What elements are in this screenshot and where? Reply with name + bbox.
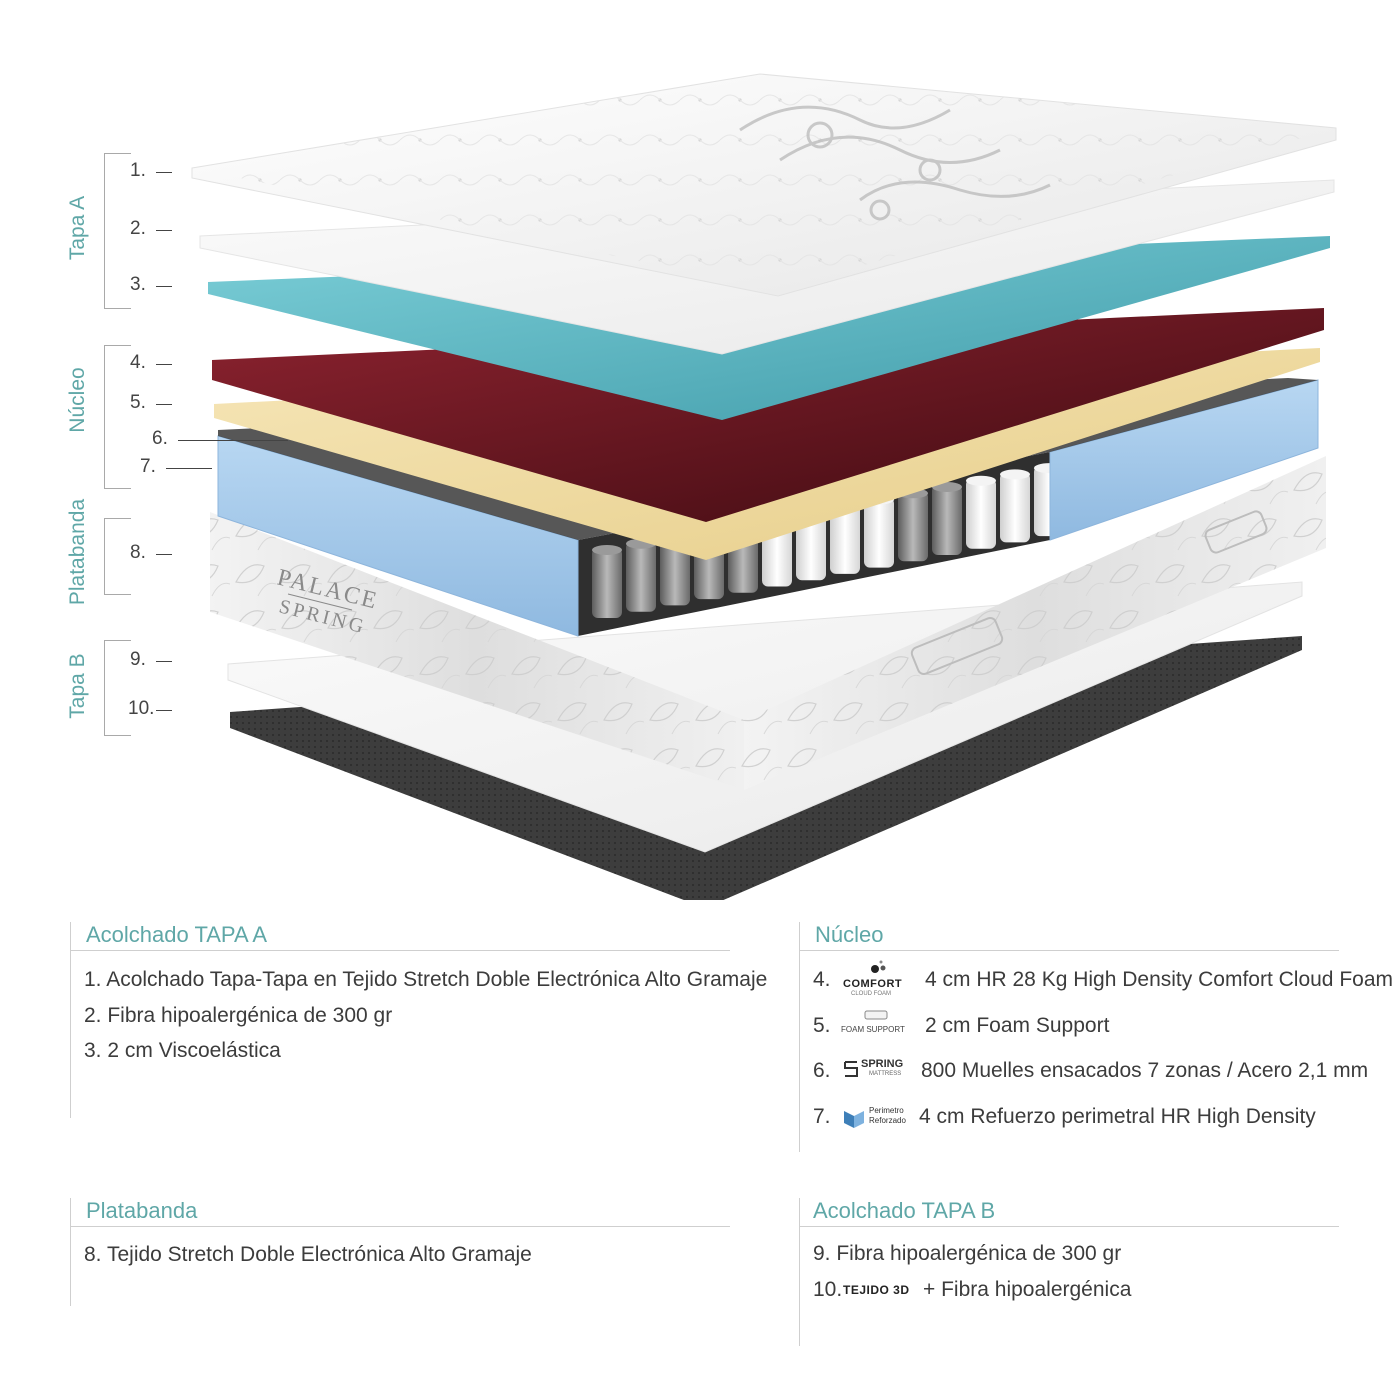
layer-leader-line: [156, 710, 172, 711]
section-title: Núcleo: [815, 922, 884, 947]
group-label-platabanda: Platabanda: [66, 498, 89, 606]
section-title: Platabanda: [86, 1198, 198, 1223]
list-item: 8. Tejido Stretch Doble Electrónica Alto…: [84, 1243, 532, 1266]
pocket-spring-top: [966, 475, 996, 486]
layer-number-6: 6.: [152, 428, 168, 449]
layer-number-7: 7.: [140, 456, 156, 477]
pocket-spring: [1000, 472, 1030, 543]
layer-number-2: 2.: [130, 218, 146, 239]
pocket-spring: [830, 503, 860, 574]
layer-leader-line: [156, 286, 172, 287]
item-text: 4 cm HR 28 Kg High Density Comfort Cloud…: [925, 968, 1393, 991]
item-number: 9.: [813, 1242, 831, 1265]
pocket-spring: [626, 541, 656, 612]
perimeter-cube-icon: [844, 1111, 864, 1128]
section-platabanda: Platabanda 8. Tejido Stretch Doble Elect…: [70, 1198, 730, 1306]
item-number: 10.: [813, 1278, 843, 1301]
layer-number-10: 10.: [128, 698, 155, 719]
item-number: 4.: [813, 968, 831, 991]
logo-subtext: MATTRESS: [869, 1071, 902, 1077]
foam-support-logo: FOAM SUPPORT: [841, 1008, 913, 1038]
pocket-spring: [966, 478, 996, 549]
logo-text: Perimetro: [869, 1106, 904, 1115]
list-item-4: 4.: [813, 968, 831, 992]
section-title: Acolchado TAPA B: [813, 1198, 996, 1223]
pocket-spring: [898, 491, 928, 562]
item-number: 5.: [813, 1014, 831, 1037]
layer-leader-line: [178, 440, 288, 441]
layer-leader-line: [156, 364, 172, 365]
list-item: 3. 2 cm Viscoelástica: [84, 1039, 281, 1062]
item-text: Fibra hipoalergénica de 300 gr: [836, 1242, 1122, 1265]
pocket-spring: [932, 485, 962, 555]
layer-leader-line: [156, 172, 172, 173]
handle-icon: [1204, 510, 1268, 554]
comfort-dots-icon: [871, 960, 886, 973]
section-title: Acolchado TAPA A: [86, 922, 268, 947]
list-item-5: 5.: [813, 1014, 831, 1038]
layer-leader-line: [156, 661, 172, 662]
pocket-spring-top: [1000, 469, 1030, 480]
comfort-cloud-foam-logo: COMFORT CLOUD FOAM: [841, 960, 911, 1000]
item-number: 7.: [813, 1105, 831, 1128]
spring-mattress-logo: SPRING MATTRESS: [843, 1058, 911, 1084]
mattress-layers-diagram: PALACE SPRING: [191, 73, 1337, 900]
list-item: 1. Acolchado Tapa-Tapa en Tejido Stretch…: [84, 968, 768, 991]
bracket-tapa-a: [104, 153, 131, 309]
item-number: 6.: [813, 1059, 831, 1082]
list-item: 2. Fibra hipoalergénica de 300 gr: [84, 1004, 393, 1027]
layer-leader-line: [156, 404, 172, 405]
foam-block-icon: [864, 1010, 888, 1020]
perimeter-foam-front: [217, 435, 579, 637]
logo-subtext: Reforzado: [869, 1116, 906, 1125]
bracket-nucleo: [104, 345, 131, 489]
pocket-spring: [864, 497, 894, 568]
item-text: + Fibra hipoalergénica: [923, 1278, 1132, 1301]
pocket-spring: [592, 548, 622, 618]
layer-number-1: 1.: [130, 160, 146, 181]
list-item-9: 9. Fibra hipoalergénica de 300 gr: [813, 1242, 1121, 1266]
spring-s-icon: [844, 1061, 858, 1077]
layer-number-8: 8.: [130, 542, 146, 563]
logo-text: SPRING: [861, 1058, 904, 1070]
pocket-spring-top: [592, 545, 622, 555]
group-label-tapa-b: Tapa B: [66, 653, 89, 719]
layer-number-5: 5.: [130, 392, 146, 413]
group-label-tapa-a: Tapa A: [66, 195, 89, 261]
list-item-7: 7.: [813, 1105, 831, 1129]
floral-pattern-icon: [739, 105, 1051, 221]
section-tapa-a: Acolchado TAPA A 1. Acolchado Tapa-Tapa …: [70, 922, 767, 1118]
logo-text: FOAM SUPPORT: [841, 1025, 905, 1034]
bracket-platabanda: [104, 518, 131, 595]
layer-leader-line: [156, 554, 172, 555]
item-text: 4 cm Refuerzo perimetral HR High Density: [919, 1105, 1316, 1128]
section-nucleo: Núcleo 4. COMFORT CLOUD FOAM 4 cm HR 28 …: [799, 922, 1393, 1152]
group-label-nucleo: Núcleo: [66, 367, 89, 433]
handle-icon: [910, 616, 1004, 676]
layer-number-9: 9.: [130, 649, 146, 670]
item-text: 800 Muelles ensacados 7 zonas / Acero 2,…: [921, 1059, 1369, 1082]
layer-number-4: 4.: [130, 352, 146, 373]
list-item-10: 10.: [813, 1278, 842, 1302]
perimetro-reforzado-logo: Perimetro Reforzado: [843, 1104, 913, 1132]
item-text: 2 cm Foam Support: [925, 1014, 1110, 1037]
logo-text: COMFORT: [843, 978, 903, 990]
bracket-tapa-b: [104, 640, 131, 736]
layer-leader-line: [156, 230, 172, 231]
layer-leader-line: [166, 468, 212, 469]
tejido-3d-logo: TEJIDO 3D: [843, 1283, 910, 1297]
layer-number-3: 3.: [130, 274, 146, 295]
logo-subtext: CLOUD FOAM: [851, 991, 892, 997]
list-item-6: 6.: [813, 1059, 831, 1083]
section-tapa-b: Acolchado TAPA B 9. Fibra hipoalergénica…: [799, 1198, 1339, 1346]
